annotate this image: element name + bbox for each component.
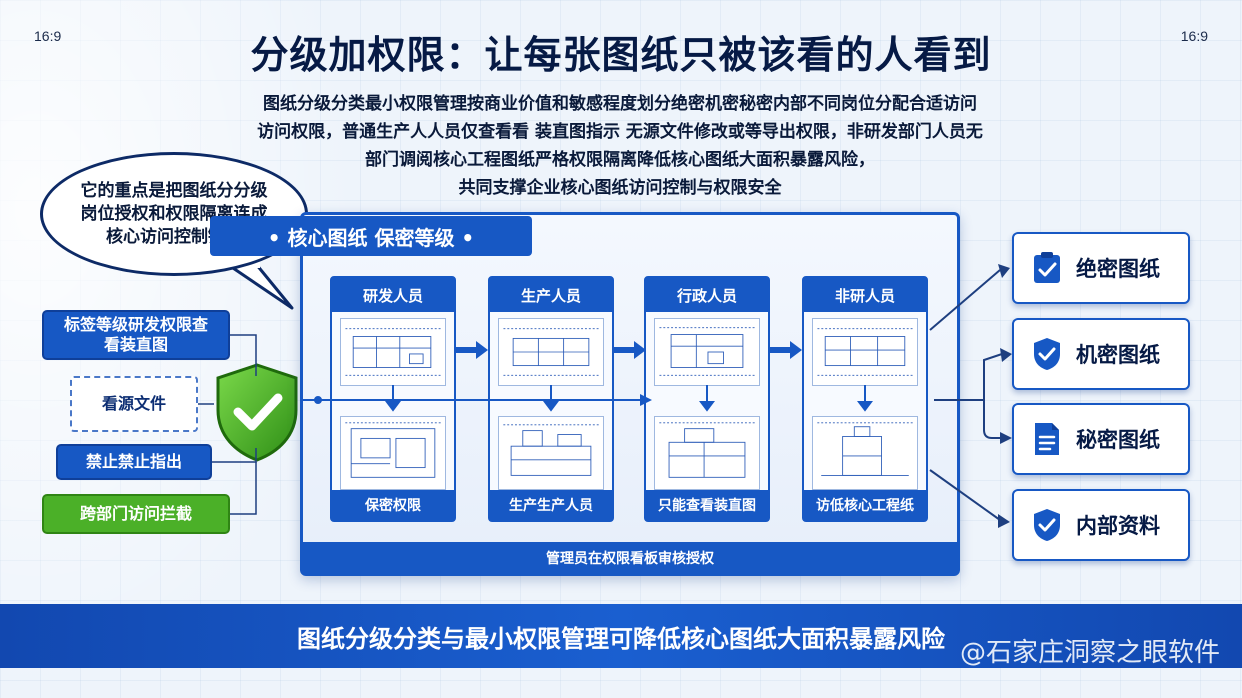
role-permission: 只能查看装直图 <box>646 490 768 520</box>
aspect-ratio-label-right: 16:9 <box>1180 28 1208 44</box>
level-label: 内部资料 <box>1076 514 1160 538</box>
chip-prohibit[interactable]: 禁止禁止指出 <box>56 444 212 480</box>
intro-paragraph: 图纸分级分类最小权限管理按商业价值和敏感程度划分绝密机密秘密内部不同岗位分配合适… <box>150 90 1090 202</box>
chip-label: 标签等级研发权限查看装直图 <box>63 315 208 354</box>
blueprint-thumbnail <box>812 416 918 490</box>
bottom-banner: 图纸分级分类与最小权限管理可降低核心图纸大面积暴露风险 <box>0 604 1242 668</box>
blueprint-thumbnail <box>340 318 446 386</box>
watermark: @石家庄洞察之眼软件 <box>959 638 1220 668</box>
aspect-ratio-label-left: 16:9 <box>34 28 62 44</box>
role-title: 非研人员 <box>804 278 926 312</box>
intro-line: 图纸分级分类最小权限管理按商业价值和敏感程度划分绝密机密秘密内部不同岗位分配合适… <box>263 94 977 114</box>
blueprint-thumbnail <box>812 318 918 386</box>
chip-label: 禁止禁止指出 <box>85 452 182 471</box>
level-internal[interactable]: 内部资料 <box>1012 489 1190 561</box>
intro-line: 共同支撑企业核心图纸访问控制与权限安全 <box>458 178 782 198</box>
chip-label-level[interactable]: 标签等级研发权限查看装直图 <box>42 310 230 360</box>
arrow-icon <box>640 394 652 406</box>
banner-text: 图纸分级分类与最小权限管理可降低核心图纸大面积暴露风险 <box>297 624 945 653</box>
level-label: 机密图纸 <box>1076 343 1160 367</box>
blueprint-thumbnail <box>340 416 446 490</box>
blueprint-thumbnail <box>654 318 760 386</box>
panel-footer: 管理员在权限看板审核授权 <box>302 542 958 574</box>
chip-view-source[interactable]: 看源文件 <box>70 376 198 432</box>
blueprint-thumbnail <box>654 416 760 490</box>
document-icon <box>1035 423 1059 455</box>
shield-check-icon <box>1034 509 1060 541</box>
chip-label: 跨部门访问拦截 <box>79 504 192 523</box>
panel-header: • 核心图纸 保密等级 • <box>210 216 532 256</box>
role-title: 生产人员 <box>490 278 612 312</box>
clipboard-check-icon <box>1034 252 1060 283</box>
role-permission: 访低核心工程纸 <box>804 490 926 520</box>
role-permission: 保密权限 <box>332 490 454 520</box>
blueprint-thumbnail <box>498 416 604 490</box>
intro-line: 访问权限，普通生产人人员仅查看看 装直图指示 无源文件修改或等导出权限，非研发部… <box>257 122 983 142</box>
role-title: 研发人员 <box>332 278 454 312</box>
page-title: 分级加权限：让每张图纸只被该看的人看到 <box>250 33 992 77</box>
intro-line: 部门调阅核心工程图纸严格权限隔离降低核心图纸大面积暴露风险， <box>365 150 875 170</box>
chip-label: 看源文件 <box>101 394 166 413</box>
shield-check-icon <box>216 363 298 462</box>
role-permission: 生产生产人员 <box>490 490 612 520</box>
chip-cross-dept-block[interactable]: 跨部门访问拦截 <box>42 494 230 534</box>
shield-check-icon <box>1034 338 1060 370</box>
level-label: 绝密图纸 <box>1076 257 1160 281</box>
role-card-non-rd[interactable]: 非研人员 访低核心工程纸 <box>802 276 928 522</box>
level-confidential[interactable]: 机密图纸 <box>1012 318 1190 390</box>
level-secret[interactable]: 秘密图纸 <box>1012 403 1190 475</box>
level-label: 秘密图纸 <box>1076 428 1160 452</box>
level-top-secret[interactable]: 绝密图纸 <box>1012 232 1190 304</box>
role-title: 行政人员 <box>646 278 768 312</box>
